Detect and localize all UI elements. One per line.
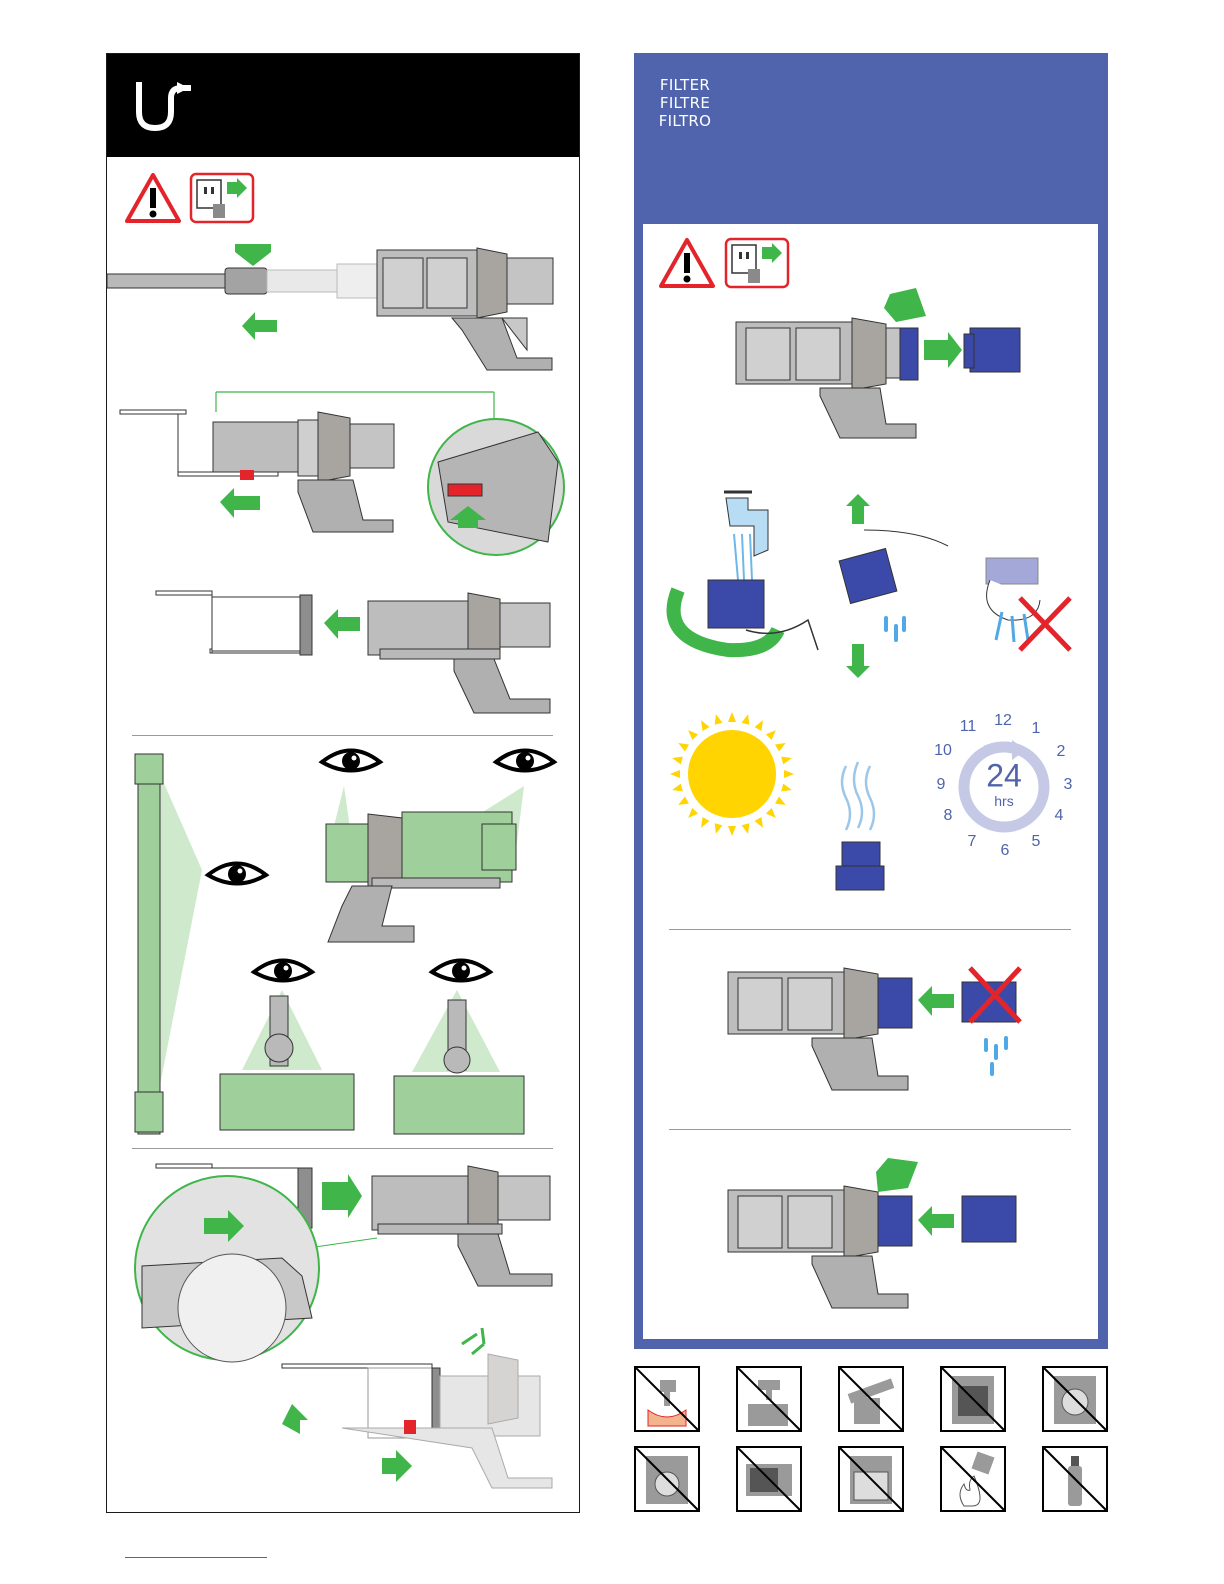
filter-title-line: FILTRO xyxy=(645,112,725,130)
filter-wash-illustration xyxy=(668,490,1093,680)
clock-number: 1 xyxy=(1032,720,1041,738)
filter-drying-illustration xyxy=(834,762,886,892)
bin-reattach-illustration xyxy=(132,1158,557,1498)
no-brush-icon xyxy=(838,1366,904,1432)
drying-clock: 24 hrs 12 1 2 3 4 5 6 7 8 9 10 11 xyxy=(926,714,1078,864)
unplug-socket-icon xyxy=(189,172,255,224)
no-washing-machine-icon xyxy=(634,1446,700,1512)
left-divider-2 xyxy=(132,1148,553,1149)
clock-number: 9 xyxy=(937,776,946,794)
dyson-u-bend-logo-icon xyxy=(133,78,197,134)
machine-body xyxy=(377,248,553,370)
no-spray-icon xyxy=(1042,1446,1108,1512)
no-hot-water-icon xyxy=(634,1366,700,1432)
machine-wand-detach-illustration xyxy=(107,240,567,380)
eye-icon xyxy=(252,955,314,989)
no-wet-filter-illustration xyxy=(722,962,1032,1097)
filter-title-line: FILTRE xyxy=(645,94,725,112)
filter-remove-illustration xyxy=(730,288,1030,448)
clock-number: 11 xyxy=(960,718,977,736)
no-tumble-dryer-icon xyxy=(1042,1366,1108,1432)
filter-refit-illustration xyxy=(722,1158,1032,1318)
filter-title: FILTER FILTRE FILTRO xyxy=(645,76,725,130)
hours-value: 24 xyxy=(986,758,1022,795)
no-microwave-icon xyxy=(736,1446,802,1512)
hours-unit: hrs xyxy=(994,793,1013,809)
clock-number: 8 xyxy=(944,807,953,825)
unplug-socket-icon xyxy=(724,237,790,289)
inspect-for-blockages-illustration xyxy=(132,746,557,1141)
clock-number: 7 xyxy=(968,833,977,851)
clock-number: 12 xyxy=(994,712,1012,730)
sun-icon xyxy=(672,714,792,834)
warning-triangle-icon xyxy=(124,172,182,224)
filter-title-line: FILTER xyxy=(645,76,725,94)
eye-icon xyxy=(320,745,382,779)
clock-number: 10 xyxy=(934,742,952,760)
bin-release-illustration xyxy=(118,392,568,562)
right-divider-2 xyxy=(669,1129,1071,1130)
eye-icon xyxy=(430,955,492,989)
bottom-rule xyxy=(125,1557,267,1558)
clock-number: 5 xyxy=(1032,833,1041,851)
no-naked-flame-icon xyxy=(940,1446,1006,1512)
left-header xyxy=(107,54,579,157)
no-oven-icon xyxy=(940,1366,1006,1432)
clock-number: 2 xyxy=(1057,743,1066,761)
bin-separate-illustration xyxy=(154,585,559,720)
no-dishwasher-icon xyxy=(838,1446,904,1512)
clock-number: 4 xyxy=(1055,807,1064,825)
no-tap-icon xyxy=(736,1366,802,1432)
zoom-circle-release-button xyxy=(428,419,564,555)
clock-number: 3 xyxy=(1064,776,1073,794)
prohibited-icon-grid xyxy=(634,1366,1108,1514)
eye-icon xyxy=(206,858,268,892)
clock-number: 6 xyxy=(1001,842,1010,860)
right-divider-1 xyxy=(669,929,1071,930)
left-divider-1 xyxy=(132,735,553,736)
warning-triangle-icon xyxy=(658,237,716,289)
eye-icon xyxy=(494,745,556,779)
